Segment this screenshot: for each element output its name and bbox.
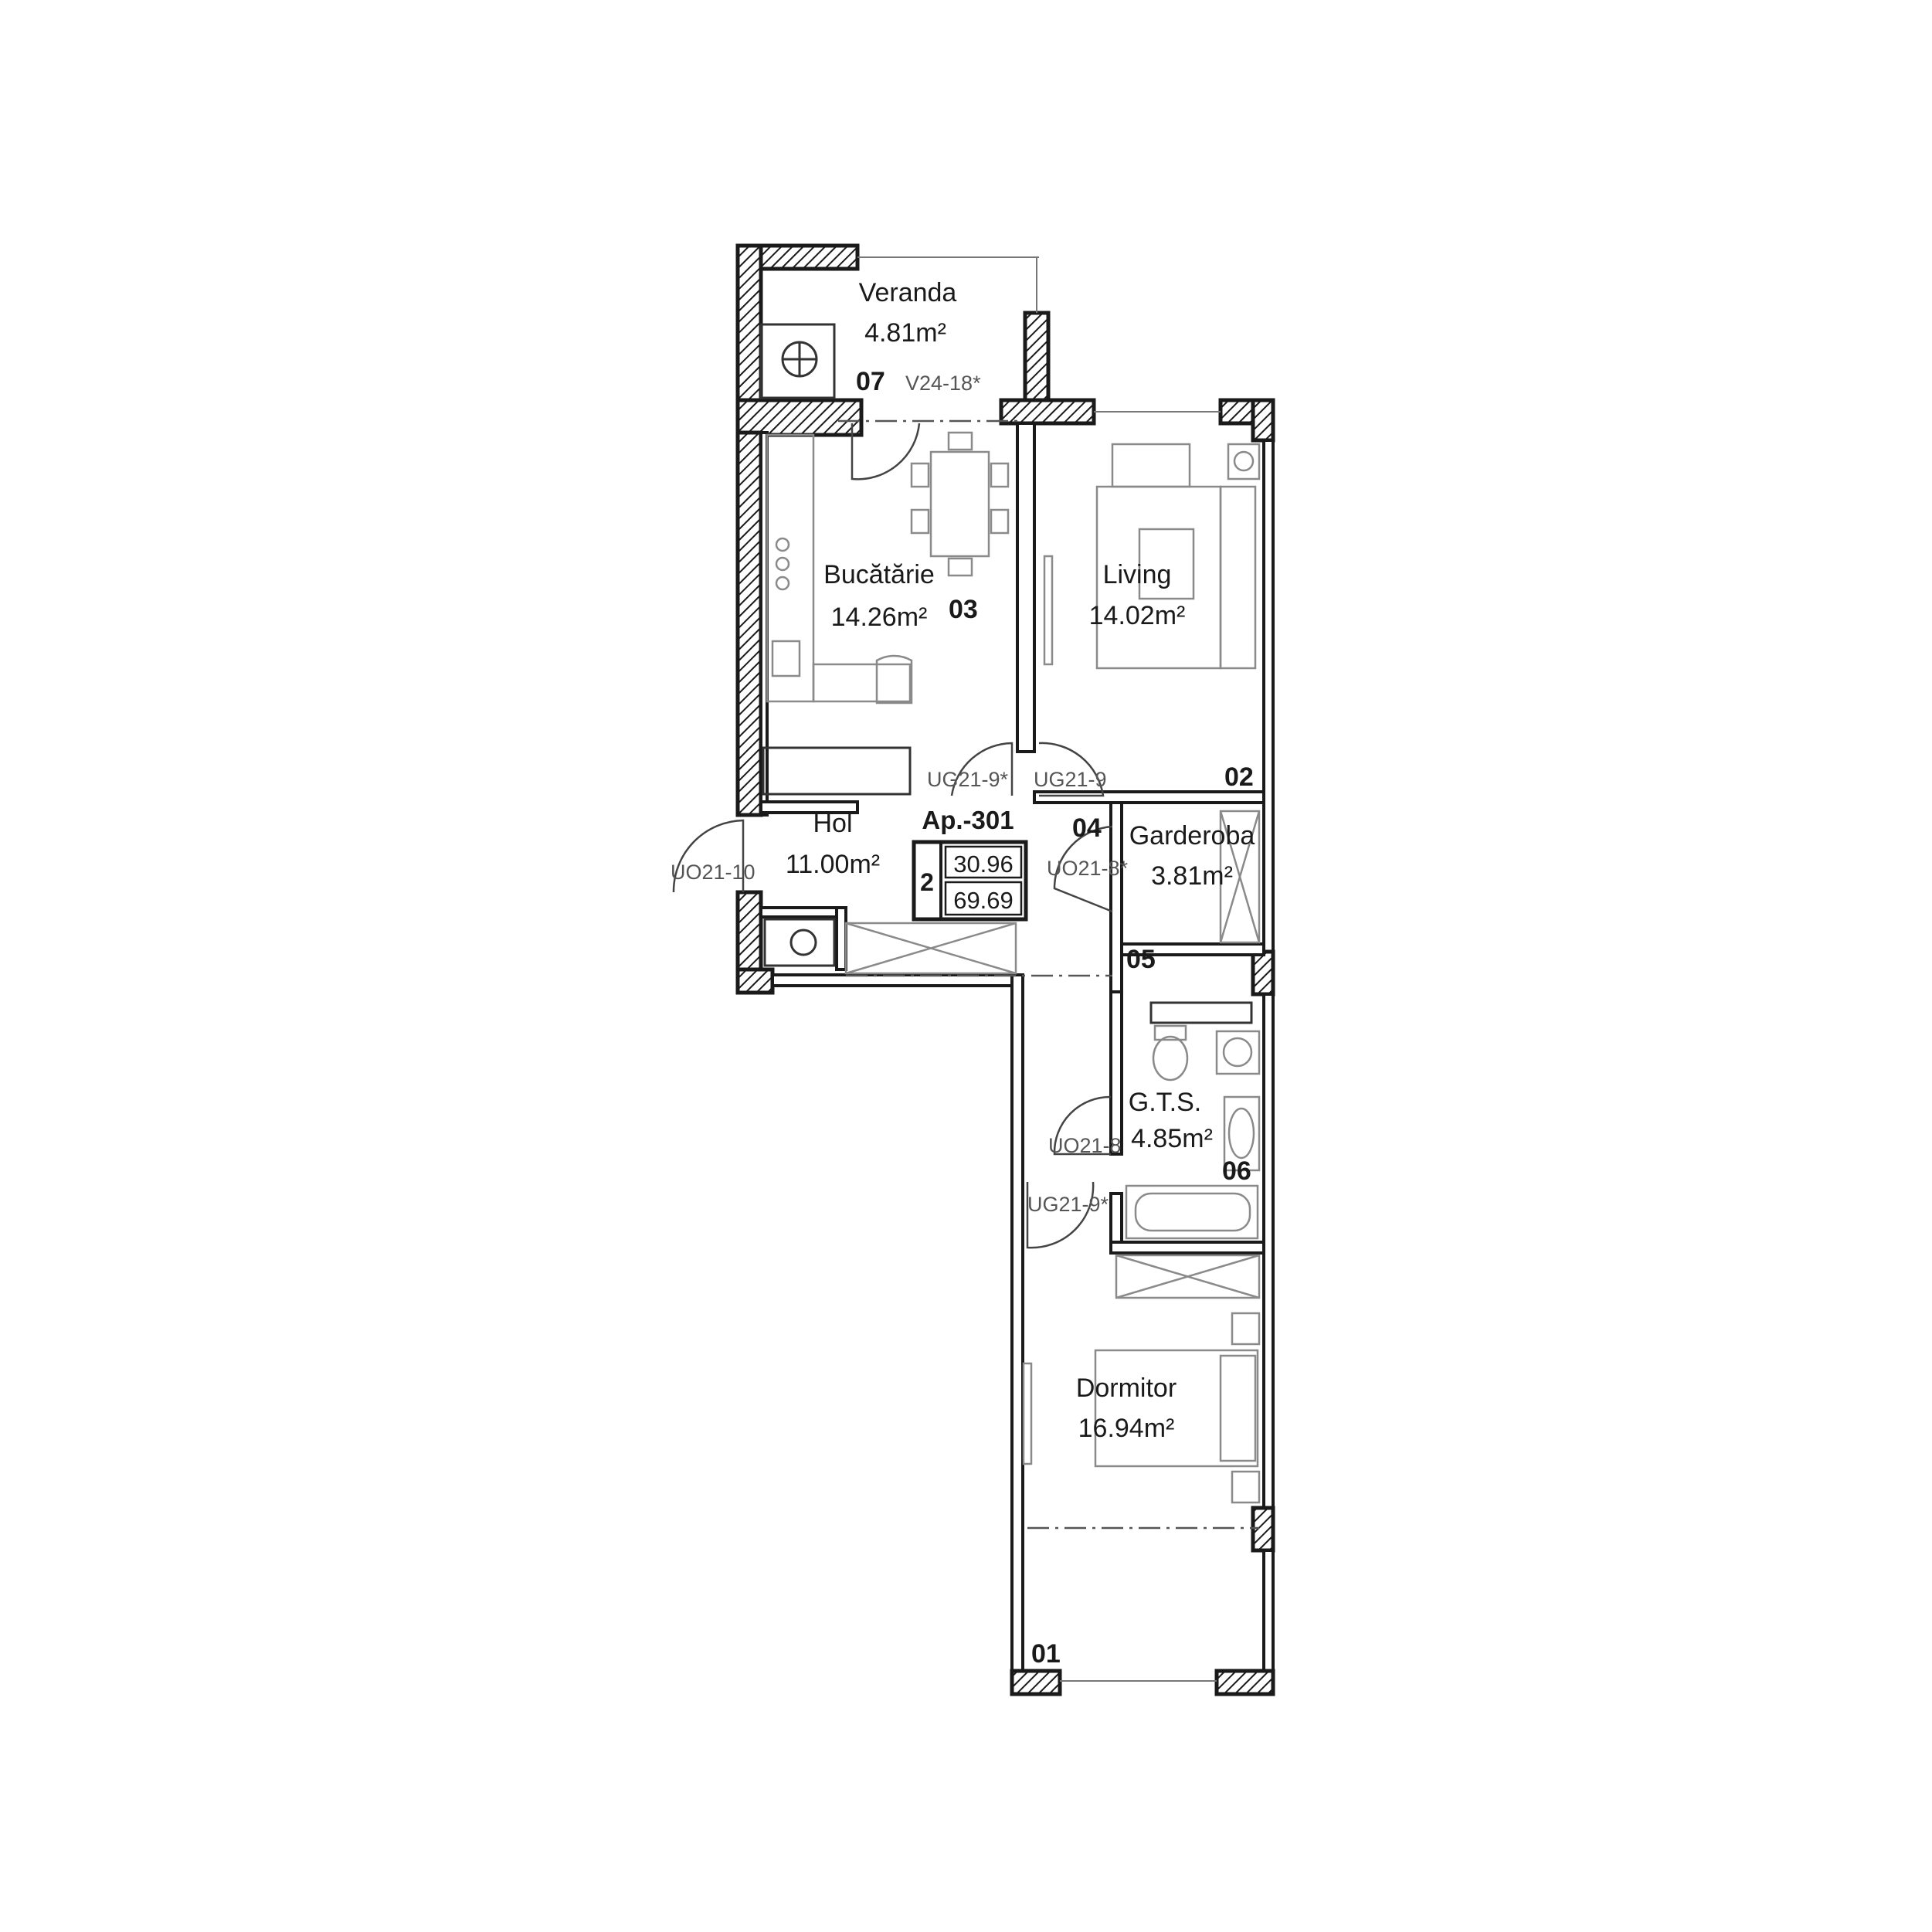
apartment-id: Ap.-301	[922, 806, 1014, 834]
apartment-area-1: 30.96	[953, 851, 1014, 878]
shaft-top-wall	[759, 906, 847, 918]
door-tag-uo-garderoba: UO21-8*	[1047, 857, 1129, 880]
bedroom-right-corner	[1251, 1506, 1275, 1553]
lamp-table	[1227, 443, 1261, 480]
door-tag-ug-living: UG21-9	[1034, 768, 1107, 791]
garderoba-right-corner	[1251, 949, 1275, 997]
garderoba-area: 3.81m²	[1151, 861, 1233, 891]
apartment-badge: Ap.-301 2 30.96 69.69	[912, 806, 1028, 922]
bath-shelf	[1149, 1001, 1253, 1024]
living-right-wall	[1262, 439, 1275, 956]
ventilation-icon-2	[789, 929, 817, 956]
hall-bottom-left-corner	[735, 967, 775, 995]
washbasin	[1223, 1095, 1261, 1172]
nightstand-2	[1231, 1470, 1261, 1504]
hol-number: 04	[1072, 813, 1102, 843]
door-tag-ug-bedroom: UG21-9*	[1027, 1193, 1109, 1216]
door-tag-v24: V24-18*	[905, 372, 981, 395]
hol-area: 11.00m²	[786, 850, 880, 879]
shaft-right-wall	[835, 906, 847, 971]
dormitor-area: 16.94m²	[1078, 1414, 1175, 1443]
walls	[735, 243, 1275, 1696]
veranda-left-wall	[735, 243, 763, 414]
bedroom-bottom-wall-left	[1010, 1669, 1062, 1696]
door-tags: V24-18* UG21-9* UG21-9 UO21-10 UO21-8* U…	[671, 372, 1129, 1216]
gts-number: 06	[1222, 1156, 1251, 1186]
garderoba-left-wall	[1109, 801, 1123, 993]
veranda-area: 4.81m²	[864, 318, 946, 348]
dormitor-name: Dormitor	[1076, 1373, 1177, 1403]
kitchen-counter	[766, 433, 815, 703]
kitchen-counter-island	[812, 663, 912, 703]
furniture	[759, 323, 1261, 1504]
living-door[interactable]	[1038, 742, 1105, 797]
chair	[910, 462, 930, 488]
gts-left-wall-upper	[1109, 990, 1123, 1156]
apartment-rooms-count: 2	[920, 868, 934, 896]
hall-left-top-wall	[759, 800, 859, 814]
bedroom-tv-unit	[1022, 1362, 1033, 1465]
doors	[672, 423, 1113, 1249]
living-area: 14.02m²	[1089, 601, 1186, 630]
wardrobe	[1219, 810, 1261, 944]
appliance-icon	[875, 654, 913, 705]
veranda-door[interactable]	[851, 423, 921, 480]
veranda-shaft	[759, 323, 836, 399]
room-labels: Veranda 4.81m² 07 Bucătărie 14.26m² 03 L…	[786, 278, 1255, 1669]
bucatarie-number: 03	[949, 595, 978, 624]
garderoba-number: 05	[1126, 945, 1156, 974]
garderoba-name: Garderoba	[1129, 821, 1255, 851]
nightstand	[1231, 1312, 1261, 1346]
gts-name: G.T.S.	[1129, 1088, 1201, 1117]
dormitor-number: 01	[1031, 1639, 1061, 1669]
gts-door[interactable]	[1053, 1095, 1112, 1156]
hall-shaft	[763, 918, 836, 967]
living-bottom-wall	[1033, 790, 1265, 804]
apartment-box	[912, 840, 1028, 922]
washing-machine	[1215, 1030, 1261, 1075]
dashed-lines	[838, 419, 1259, 1530]
entry-door[interactable]	[672, 819, 745, 893]
veranda-name: Veranda	[859, 278, 957, 307]
garderoba-door[interactable]	[1053, 825, 1113, 913]
living-top-wall-left	[999, 398, 1096, 426]
veranda-number: 07	[856, 367, 885, 396]
corridor-left-wall	[1010, 973, 1024, 1695]
garderoba-bottom-wall	[1120, 942, 1265, 956]
dining-table	[929, 450, 990, 558]
bathtub	[1125, 1184, 1259, 1240]
sink-icon	[771, 640, 801, 677]
living-name: Living	[1103, 560, 1172, 589]
kitchen-living-partition	[1016, 422, 1036, 753]
door-tag-uo-entry: UO21-10	[671, 861, 755, 884]
kitchen-left-wall	[735, 430, 763, 817]
armchair	[1111, 443, 1191, 488]
gts-area: 4.85m²	[1131, 1124, 1213, 1153]
apartment-area-2: 69.69	[953, 887, 1014, 914]
stove-burner-icon	[775, 537, 790, 552]
kitchen-door[interactable]	[950, 742, 1014, 796]
bedroom-wardrobe	[1115, 1254, 1261, 1299]
gts-left-wall-lower	[1109, 1192, 1123, 1245]
tv-unit	[1043, 555, 1054, 666]
gts-bottom-wall	[1109, 1241, 1265, 1255]
sofa-back	[1219, 485, 1257, 670]
door-tag-uo-bath: UO21-8	[1048, 1134, 1122, 1157]
bedroom-door[interactable]	[1026, 1181, 1095, 1249]
lamp-icon	[1233, 450, 1255, 472]
bedroom-bottom-wall-right	[1214, 1669, 1275, 1696]
bed	[1094, 1349, 1259, 1468]
bucatarie-name: Bucătărie	[823, 560, 935, 589]
bucatarie-area: 14.26m²	[831, 603, 928, 632]
hall-wardrobe	[844, 922, 1017, 975]
kitchen-lower-unit	[762, 746, 912, 796]
door-tag-ug-kitchen: UG21-9*	[927, 768, 1009, 791]
living-right-corner	[1251, 398, 1275, 443]
hol-name: Hol	[813, 809, 852, 838]
coffee-table	[1138, 528, 1195, 600]
kitchen-top-wall	[735, 398, 864, 437]
toilet-icon	[1152, 1035, 1189, 1081]
living-number: 02	[1224, 762, 1254, 792]
